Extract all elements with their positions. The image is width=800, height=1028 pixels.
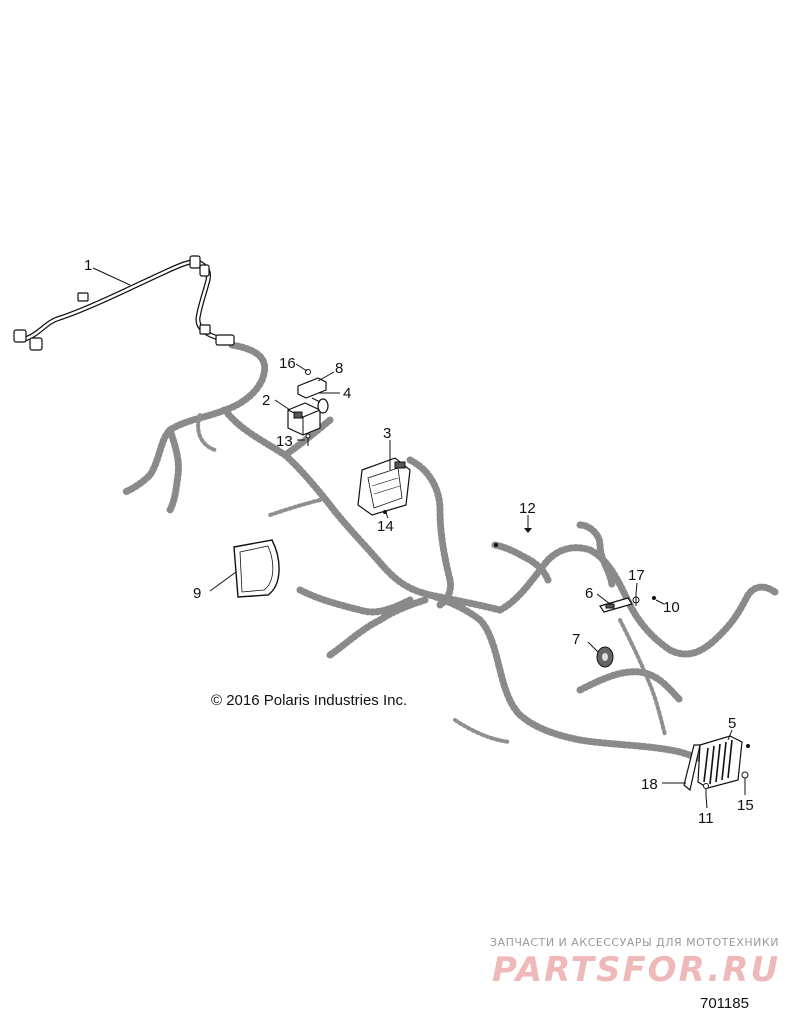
callout-14: 14: [377, 518, 394, 535]
callout-labels: 1 2 3 4 5 6 7 8 9 10 11 12 13 14 15 16 1…: [84, 257, 754, 827]
callout-17: 17: [628, 567, 645, 584]
part-11-screw: [703, 783, 709, 796]
watermark: ЗАПЧАСТИ И АКСЕССУАРЫ ДЛЯ МОТОТЕХНИКИ PA…: [490, 936, 780, 990]
callout-1: 1: [84, 257, 92, 274]
callout-6: 6: [585, 585, 593, 602]
callout-16: 16: [279, 355, 296, 372]
part-1-harness-extension: [13, 255, 235, 351]
leader-lines: [92, 267, 746, 809]
part-15-washer: [741, 744, 750, 779]
callout-10: 10: [663, 599, 680, 616]
callout-12: 12: [519, 500, 536, 517]
callout-9: 9: [193, 585, 201, 602]
part-6-connector: [599, 597, 633, 613]
watermark-tagline: ЗАПЧАСТИ И АКСЕССУАРЫ ДЛЯ МОТОТЕХНИКИ: [490, 936, 779, 949]
document-number: 701185: [700, 995, 749, 1012]
part-9-strap: [233, 539, 280, 598]
callout-4: 4: [343, 385, 351, 402]
part-3-ecu: [357, 457, 411, 516]
part-7-grommet: [596, 646, 614, 668]
part-17-clip: [632, 594, 640, 606]
copyright-notice: © 2016 Polaris Industries Inc.: [211, 692, 407, 709]
callout-11: 11: [698, 810, 714, 827]
callout-7: 7: [572, 631, 580, 648]
callout-5: 5: [728, 715, 736, 732]
callout-15: 15: [737, 797, 754, 814]
callout-3: 3: [383, 425, 391, 442]
part-4-bulb: [311, 397, 329, 414]
watermark-logo: PARTSFOR.RU: [492, 950, 780, 990]
part-2-module: [287, 402, 321, 436]
callout-13: 13: [276, 433, 293, 450]
callout-8: 8: [335, 360, 343, 377]
callout-18: 18: [641, 776, 658, 793]
part-8-bracket: [297, 369, 327, 399]
part-12-fastener: [494, 520, 532, 547]
main-wiring-harness: [121, 341, 779, 774]
callout-2: 2: [262, 392, 270, 409]
part-5-regulator: [697, 735, 743, 789]
part-10-screw: [652, 596, 656, 600]
part-13-screw: [305, 433, 311, 446]
